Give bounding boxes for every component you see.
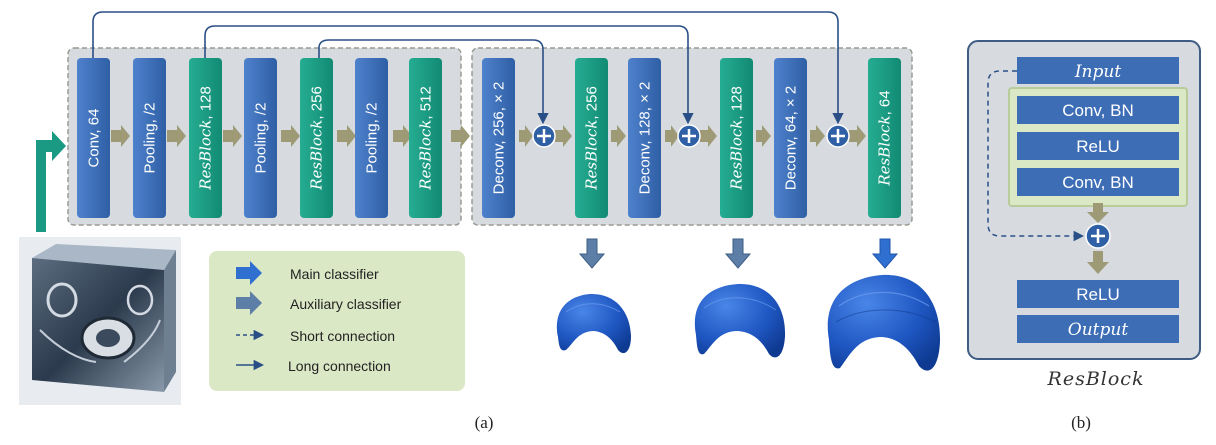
flow-arrow xyxy=(756,125,771,147)
flow-arrow xyxy=(665,125,679,147)
flow-arrow xyxy=(810,125,825,147)
caption-a: (a) xyxy=(475,413,494,432)
flow-arrow xyxy=(700,125,717,147)
long-connections xyxy=(92,11,844,125)
decoder-block-label-5: Deconv, 64, × 2 xyxy=(783,86,800,190)
main-classifier-legend-icon xyxy=(236,261,262,285)
resblock-output xyxy=(1017,315,1179,343)
encoder-block-1 xyxy=(77,58,110,218)
resblock-flow-arrow xyxy=(1087,203,1109,223)
encoder-block-3 xyxy=(189,58,222,218)
resblock-relu2 xyxy=(1017,280,1179,308)
legend: Main classifier Auxiliary classifier Sho… xyxy=(209,251,465,391)
flow-arrows xyxy=(111,125,866,147)
flow-arrow xyxy=(555,125,572,147)
decoder-blocks: Deconv, 256, × 2 ResBlock, 256 Deconv, 128… xyxy=(482,58,901,218)
decoder-block-label-1: Deconv, 256, × 2 xyxy=(491,82,508,195)
sum-node-icon xyxy=(677,124,701,148)
resblock-conv2-label: Conv, BN xyxy=(1062,173,1134,192)
encoder-block-label-1: Conv, 64 xyxy=(86,109,103,168)
decoder-block-label-6: ResBlock, 64 xyxy=(876,90,894,186)
main-classifier-arrow xyxy=(871,238,899,269)
sum-nodes xyxy=(532,124,850,148)
encoder-block-label-2: Pooling, /2 xyxy=(142,103,159,174)
encoder-block-label-6: Pooling, /2 xyxy=(364,103,381,174)
encoder-block-6 xyxy=(355,58,388,218)
legend-short-connection: Short connection xyxy=(290,328,395,344)
legend-long-connection: Long connection xyxy=(288,358,391,374)
encoder-block-label-3: ResBlock, 128 xyxy=(197,86,215,191)
encoder-block-label-7: ResBlock, 512 xyxy=(417,86,435,191)
resblock-flow-arrow xyxy=(1087,251,1109,274)
legend-auxiliary-classifier: Auxiliary classifier xyxy=(290,296,402,312)
decoder-block-4 xyxy=(720,58,753,218)
encoder-block-7 xyxy=(409,58,442,218)
resblock-conv1-label: Conv, BN xyxy=(1062,101,1134,120)
mesh-output-small-icon xyxy=(556,293,631,354)
input-arrow xyxy=(36,131,66,232)
decoder-block-label-4: ResBlock, 128 xyxy=(728,86,746,191)
resblock-short-connection xyxy=(987,70,1085,242)
flow-arrow xyxy=(519,125,533,147)
decoder-block-6 xyxy=(868,58,901,218)
mesh-output-large-icon xyxy=(827,274,941,371)
auxiliary-classifier-legend-icon xyxy=(236,291,262,315)
sum-node-icon xyxy=(532,124,556,148)
encoder-block-4 xyxy=(244,58,277,218)
resblock-output-label: Output xyxy=(1068,320,1129,340)
resblock-conv2 xyxy=(1017,168,1179,196)
resblock-input-label: Input xyxy=(1074,62,1121,82)
flow-arrow xyxy=(393,125,412,147)
resblock-panel: Input Conv, BN ReLU Conv, BN ReLU Output xyxy=(967,40,1201,360)
resblock-conv1 xyxy=(1017,96,1179,124)
long-connection-64 xyxy=(92,11,844,125)
mesh-output-medium-icon xyxy=(694,283,786,358)
output-meshes xyxy=(556,274,941,371)
flow-arrow xyxy=(281,125,300,147)
flow-arrow xyxy=(451,125,470,147)
resblock-relu2-label: ReLU xyxy=(1076,285,1119,304)
flow-arrow xyxy=(223,125,242,147)
flow-arrow xyxy=(167,125,186,147)
input-volume-image xyxy=(19,237,181,405)
decoder-block-label-2: ResBlock, 256 xyxy=(583,86,601,191)
caption-b: (b) xyxy=(1071,413,1091,432)
encoder-block-5 xyxy=(300,58,333,218)
long-connection-128 xyxy=(204,25,694,125)
encoder-block-label-4: Pooling, /2 xyxy=(253,103,270,174)
encoder-block-label-5: ResBlock, 256 xyxy=(308,86,326,191)
encoder-block-2 xyxy=(133,58,166,218)
auxiliary-classifier-arrow xyxy=(724,238,752,269)
flow-arrow xyxy=(337,125,356,147)
decoder-block-1 xyxy=(482,58,515,218)
resblock-sum-node-icon xyxy=(1085,223,1111,249)
flow-arrow xyxy=(611,125,626,147)
flow-arrow xyxy=(111,125,130,147)
resblock-input xyxy=(1017,57,1179,84)
decoder-block-3 xyxy=(628,58,661,218)
legend-main-classifier: Main classifier xyxy=(290,266,379,282)
long-connection-256 xyxy=(318,39,549,125)
resblock-relu1-label: ReLU xyxy=(1076,137,1119,156)
encoder-blocks: Conv, 64 Pooling, /2 ResBlock, 128 Pooling,… xyxy=(77,58,442,218)
resblock-title: ResBlock xyxy=(1047,368,1145,390)
flow-arrow xyxy=(849,125,866,147)
classifier-arrows xyxy=(578,238,899,269)
decoder-block-label-3: Deconv, 128, × 2 xyxy=(637,82,654,195)
sum-node-icon xyxy=(826,124,850,148)
decoder-block-2 xyxy=(575,58,608,218)
decoder-block-5 xyxy=(774,58,807,218)
auxiliary-classifier-arrow xyxy=(578,238,606,269)
resblock-relu1 xyxy=(1017,132,1179,160)
